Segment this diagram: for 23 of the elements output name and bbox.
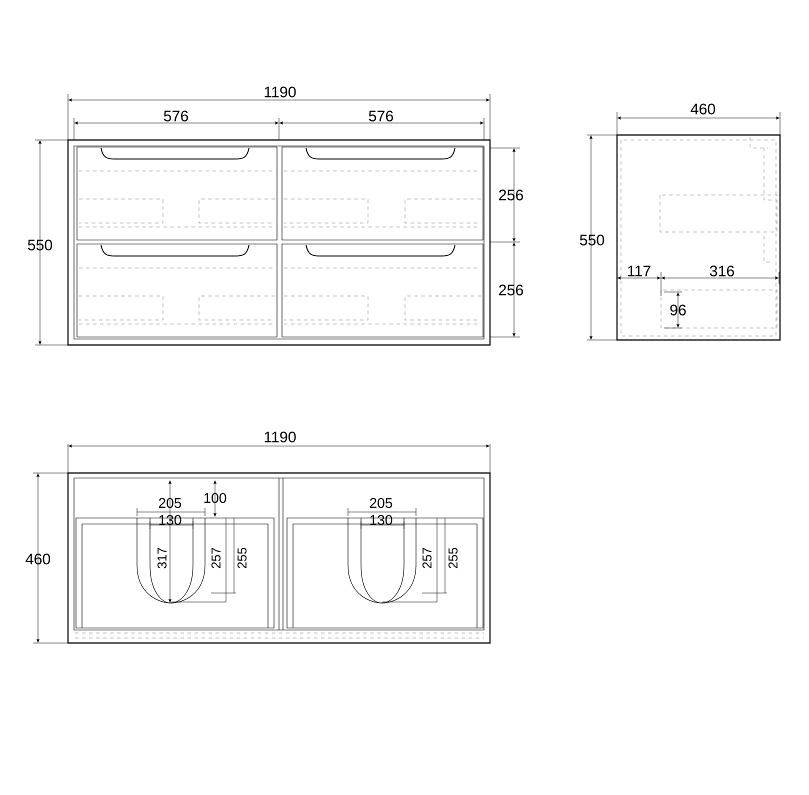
dimension-label: 205 <box>370 498 392 508</box>
dimension-label: 96 <box>670 304 686 316</box>
dimension-label: 550 <box>580 234 604 246</box>
dimension-label: 100 <box>204 493 226 503</box>
dimension-label: 1190 <box>264 432 296 442</box>
dimension-label: 255 <box>237 548 247 568</box>
dimension-label: 550 <box>28 240 52 250</box>
dimension-label: 257 <box>422 548 432 568</box>
dimension-label: 117 <box>628 266 650 276</box>
dimension-label: 576 <box>368 110 394 122</box>
dimension-label: 460 <box>690 104 716 114</box>
dimension-label: 256 <box>499 190 524 200</box>
dimension-label: 316 <box>710 266 734 276</box>
dimension-label: 317 <box>157 548 167 568</box>
dimension-label: 256 <box>499 284 524 296</box>
dimension-label: 460 <box>26 554 50 564</box>
dimension-label: 576 <box>164 110 188 122</box>
dimension-label: 255 <box>448 548 458 568</box>
dimension-label: 257 <box>211 548 221 568</box>
dimension-label: 1190 <box>264 86 296 98</box>
dimension-label: 130 <box>370 515 392 525</box>
dimension-label: 130 <box>159 515 182 525</box>
dimension-label: 205 <box>158 498 182 508</box>
